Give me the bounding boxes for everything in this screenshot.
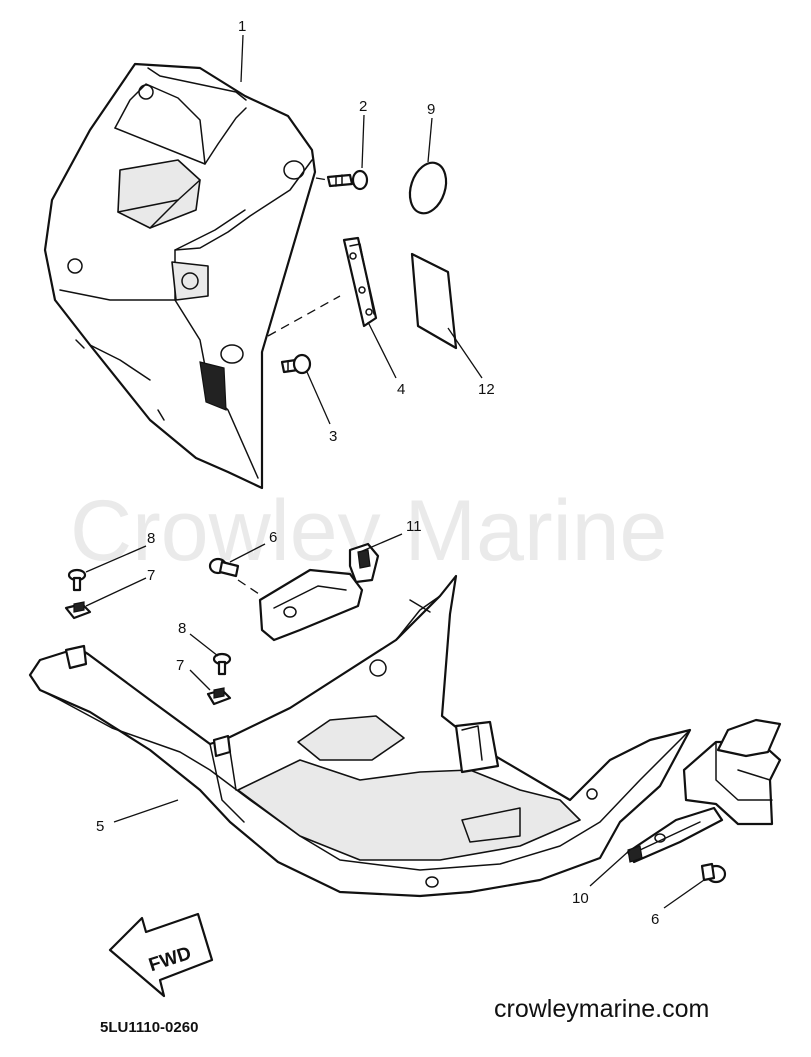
part-3-screw[interactable] <box>280 353 312 375</box>
callout-6-lower: 6 <box>651 911 659 928</box>
part-4-bracket[interactable] <box>342 236 378 328</box>
callout-8-left: 8 <box>147 530 155 547</box>
callout-4: 4 <box>397 381 405 398</box>
part-1-front-cover[interactable] <box>43 62 317 490</box>
callout-3: 3 <box>329 428 337 445</box>
dashed-line-bracket-11 <box>237 579 263 597</box>
dashed-line-bracket-4 <box>267 295 341 337</box>
leader-lines <box>85 34 705 909</box>
part-8-rivet-left[interactable] <box>67 568 87 592</box>
site-url[interactable]: crowleymarine.com <box>494 995 709 1023</box>
fwd-arrow: FWD <box>108 912 214 998</box>
callout-12: 12 <box>478 381 495 398</box>
part-12-label-sheet[interactable] <box>410 252 458 350</box>
callout-6-upper: 6 <box>269 529 277 546</box>
part-8-rivet-center[interactable] <box>212 652 232 676</box>
diagram-code: 5LU1110-0260 <box>100 1019 198 1036</box>
part-2-screw[interactable] <box>326 169 369 191</box>
callout-7-center: 7 <box>176 657 184 674</box>
part-9-round-seal[interactable] <box>404 158 452 218</box>
callout-8-center: 8 <box>178 620 186 637</box>
part-5-lower-cover[interactable] <box>28 574 782 898</box>
part-7-nut-center[interactable] <box>206 687 232 706</box>
callout-9: 9 <box>427 101 435 118</box>
callout-1: 1 <box>238 18 246 35</box>
callout-11: 11 <box>406 518 422 535</box>
part-6-screw-upper[interactable] <box>208 557 240 578</box>
callout-5: 5 <box>96 818 104 835</box>
part-7-nut-left[interactable] <box>64 601 92 620</box>
part-6-screw-lower[interactable] <box>700 862 727 884</box>
dashed-line-screw-2 <box>315 177 329 181</box>
part-10-side-bracket[interactable] <box>626 806 724 864</box>
callout-10: 10 <box>572 890 589 907</box>
callout-7-left: 7 <box>147 567 155 584</box>
part-11-upper-bracket[interactable] <box>258 542 380 642</box>
callout-2: 2 <box>359 98 367 115</box>
